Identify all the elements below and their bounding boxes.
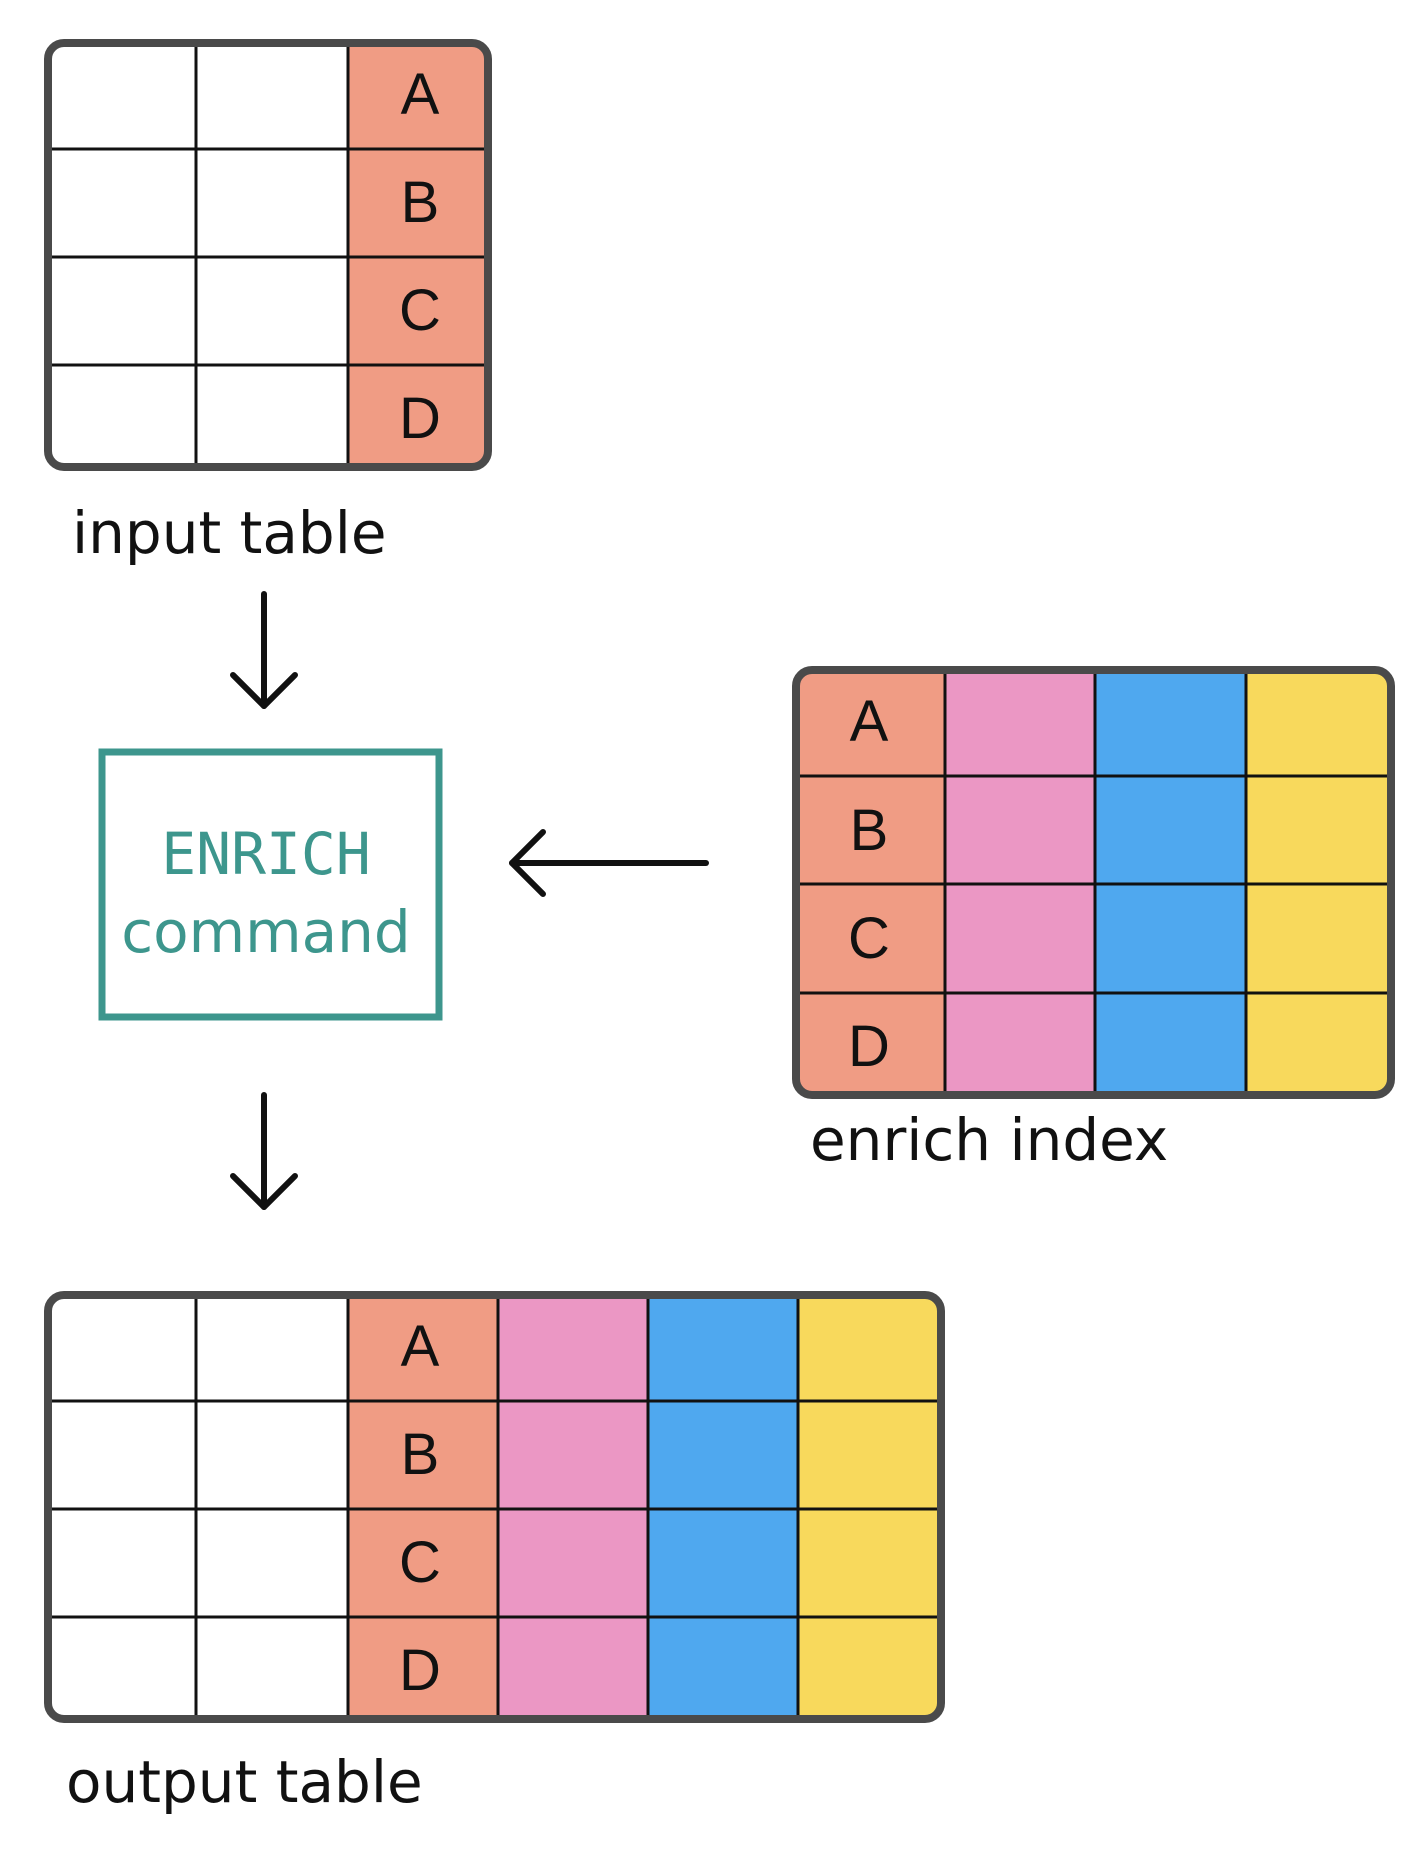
output-table-yellow-column bbox=[798, 1298, 938, 1716]
input-table-key-d: D bbox=[399, 386, 441, 451]
output-table-key-b: B bbox=[401, 1422, 440, 1487]
input-table-key-b: B bbox=[401, 170, 440, 235]
output-table: A B C D bbox=[44, 1291, 945, 1723]
output-table-key-c: C bbox=[399, 1530, 441, 1595]
enrich-command-frame bbox=[98, 748, 443, 1021]
output-table-key-column bbox=[348, 1298, 498, 1716]
enrich-index-grid bbox=[796, 670, 1391, 1095]
input-table: A B C D bbox=[44, 39, 492, 471]
enrich-index-key-d: D bbox=[848, 1014, 890, 1079]
output-table-frame bbox=[44, 1291, 945, 1723]
enrich-index-caption: enrich index bbox=[810, 1106, 1168, 1174]
arrow-left-icon bbox=[509, 829, 709, 897]
input-table-key-c: C bbox=[399, 278, 441, 343]
output-table-caption: output table bbox=[66, 1748, 423, 1816]
enrich-index-key-a: A bbox=[850, 689, 889, 754]
output-table-pink-column bbox=[498, 1298, 648, 1716]
output-table-key-a: A bbox=[401, 1314, 440, 1379]
enrich-index-key-c: C bbox=[848, 906, 890, 971]
output-table-key-d: D bbox=[399, 1638, 441, 1703]
enrich-command-line1: ENRICH bbox=[161, 820, 371, 888]
output-table-blue-column bbox=[648, 1298, 798, 1716]
input-table-key-a: A bbox=[401, 62, 440, 127]
output-table-grid bbox=[48, 1295, 941, 1719]
enrich-command-line2: command bbox=[121, 898, 411, 966]
input-table-key-column bbox=[348, 46, 485, 464]
arrow-down-icon bbox=[230, 1092, 298, 1210]
enrich-index-frame bbox=[792, 666, 1395, 1099]
enrich-command-box: ENRICH command bbox=[98, 748, 443, 1021]
input-table-grid bbox=[48, 43, 488, 467]
arrow-down-icon bbox=[230, 591, 298, 709]
input-table-frame bbox=[44, 39, 492, 471]
enrich-index-key-b: B bbox=[850, 798, 889, 863]
input-table-caption: input table bbox=[72, 499, 387, 567]
enrich-index-table: A B C D bbox=[792, 666, 1395, 1099]
